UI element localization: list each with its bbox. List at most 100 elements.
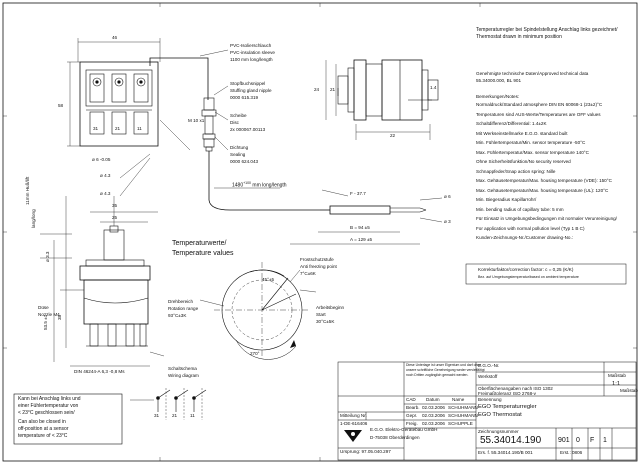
tb-name-label: Benennung [478,397,502,402]
tech-approved-num: 55.34000.000, BL 901 [476,78,522,83]
disc-num: 2x 000067.00113 [230,127,266,132]
header-title-en: Thermostat drawn in minimum position [476,34,562,40]
temps-title-de: Temperaturwerte/ [172,240,227,247]
dim-max-lift: 11mm Huß/lift [25,176,30,205]
tb-message-no: Mitteilung Nr. [340,413,367,418]
tb-row-d: 02.03.2006 [422,421,445,426]
dim-a129: A = 129 ±5 [350,237,373,242]
dim-d6b: ø 6 [444,194,451,199]
tech-note-line: Schnappfeder/Snap action spring: Nille [476,168,556,174]
side-view [325,59,439,140]
tb-row-n: SCHUHMANN [448,413,478,418]
tb-created: Erst.: 0806 [560,450,583,455]
seal-de: Dichtung [230,145,249,150]
note-box-outline [13,393,123,445]
angle-45: 45°±5 [262,277,275,282]
tech-note-line: Min. Biegeradius Kapillarrohr/ [476,197,537,202]
frost-en: Anti freezing point [300,264,337,269]
terminal-11: 11 [137,126,142,131]
dim-d43: ø 4.3 [100,173,111,178]
nozzle-de: Düse [38,305,49,310]
disc-en: Disc [230,120,239,125]
start-val: 30°C±5K [316,319,335,324]
rotation-val: 93°C±3K [168,313,187,318]
dim-14: 1.4 [430,85,437,90]
tb-row-n: SCHUHMANN [448,405,478,410]
company-address: D-75038 Oberderdingen [370,435,420,440]
tech-note-line: Min. Fühlertemperatur/Min. sensor temper… [476,140,586,145]
tb-row-d: 02.03.2006 [422,413,445,418]
tb-row-k: Gepr. [406,413,418,418]
correction-basis: Bez. auf Umgebungstemperatur/based on am… [478,275,579,279]
pvc-en: PVC-insulation sleeve [230,50,275,55]
tolerance-1: Oberflächenangaben nach ISO 1302 [478,386,553,391]
din-label: DIN 46244-A 6,3 -0,8 Ms [74,369,125,374]
dim-d33: ø 3.3 [45,251,50,262]
tech-note-line: For application with normal pollution le… [476,225,585,231]
seal-num: 0000 624.043 [230,159,259,164]
dim-left-height: 58 [58,103,64,108]
drawing-no-label: Zeichnungsnummer [478,429,519,434]
tech-note-line: Max. Gehäusetemperatur/Max. housing temp… [476,178,612,183]
start-en: Start [316,312,326,317]
tech-note-line: Max. Fühlertemperatur/Max. sensor temper… [476,149,589,155]
wiring-31: 31 [154,413,160,418]
dim-21: 21 [330,87,336,92]
tech-note-line: Kunden-Zeichnungs-Nr./Customer drawing-N… [476,235,574,240]
tb-origin: Ursprung: 97.05.040.297 [340,449,391,454]
capillary-len-value: 1480+100 mm long/length [232,181,287,189]
pvc-len: 1100 mm long/length [230,57,273,62]
tech-note-line: Min. bending radius of capillary tube: 5… [476,206,564,212]
scale-value: 1:1 [612,381,621,387]
lower-side-view [40,196,165,367]
tb-date-col: Datum [426,397,440,402]
tech-note-line: Für Einsatz in Umgebungsbedingungen mit … [476,216,617,221]
note-line-5: off-position at a sensor [18,426,69,432]
tb-replacement: Ers. f. 55.34014.190/B 001 [478,450,533,455]
page-scale-label: Maßstab [620,388,638,393]
tech-approved: Genehmigte technische Daten/Approved tec… [476,71,589,76]
border-ticks [3,3,637,461]
note-line-3: < 23°C geschlossen sein/ [18,410,75,416]
dim-d6: ø 6 -0.05 [92,157,111,162]
correction-box-outline [465,263,627,285]
front-view [67,38,320,211]
tb-name-2: EGO Thermostat [478,412,522,418]
tech-note-line: Temperaturen sind AUS-Werte/Temperatures… [476,111,601,117]
dim-top-width: 46 [112,35,118,40]
capillary-sensor [290,189,443,245]
tech-notes-title: Bemerkungen/Notes: [476,94,520,99]
wiring-11: 11 [190,413,195,418]
frost-de: Frostschutzstufe [300,257,334,262]
ego-logo [344,430,362,442]
wiring-de: Schaltschema [168,366,197,371]
sheet-count: 1 [603,437,607,444]
tb-cad: CAD [406,397,416,402]
wiring-diagram [130,388,207,420]
dim-35: 35 [112,203,118,208]
ego-no-label: E.G.O.-Nr. [478,363,500,368]
copyright-3: noch Dritten zugänglich gemacht werden. [406,373,469,377]
tech-note-line: Mit Werkseinstellmarke E.G.O. standard b… [476,130,568,136]
wiring-21: 21 [172,413,178,418]
copyright-2: unsere schriftliche Genehmigung weder ve… [406,368,485,372]
correction-factor: Korrekturfaktor/correction factor: c = 0… [478,267,574,272]
tb-row-d: 02.03.2006 [422,405,445,410]
rotation-en: Rotation range [168,306,199,311]
tb-name-col: Name [452,397,465,402]
tolerance-2: Freimaßtoleranz ISO 2768-v [478,391,536,396]
frost-val: 7°C±6K [300,271,316,276]
copyright-1: Diese Unterlage ist unser Eigentum und d… [406,363,482,367]
tb-row-k: Freig. [406,421,418,426]
tech-note-line: Ohne Sicherheitsfunktion/No security res… [476,159,571,164]
note-line-4: Can also be closed in [18,419,66,425]
sheet-index: 0 [576,437,580,444]
terminal-31: 31 [93,126,99,131]
scale-label: Maßstab [608,373,626,378]
disc-de: Scheibe [230,113,247,118]
dim-lift-long: lang/long [31,209,36,228]
seal-en: Sealing [230,152,246,157]
rotation-de: Drehbereich [168,299,194,304]
